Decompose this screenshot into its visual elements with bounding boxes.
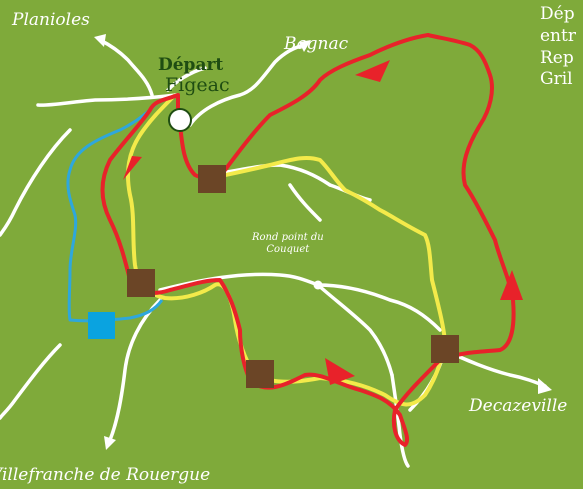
start-circle-icon <box>168 108 192 132</box>
checkpoint-icon-3 <box>246 360 274 388</box>
road-planioles <box>98 38 154 97</box>
label-rond-point-line-1: Rond point du <box>252 232 324 243</box>
info-line-3: Rep <box>540 47 574 68</box>
road-east-c <box>288 183 322 222</box>
label-rond-point: Rond point du Couquet <box>252 232 324 255</box>
label-bagnac: Bagnac <box>284 34 349 54</box>
roundabout-dot <box>313 280 323 290</box>
route-yellow <box>126 93 447 407</box>
road-couquet-east <box>316 283 442 332</box>
label-rond-point-line-2: Couquet <box>266 243 310 255</box>
road-arrow-villefranche <box>104 436 116 450</box>
road-bagnac <box>188 43 307 127</box>
arrow-icon-west <box>123 156 142 180</box>
square-marker-icon <box>88 312 115 339</box>
road-couquet-south <box>316 283 394 377</box>
arrow-icon-north <box>355 60 390 82</box>
road-arrow-planioles <box>94 34 106 47</box>
road-south-west <box>108 298 162 442</box>
road-decazeville <box>443 348 547 388</box>
arrow-icon-north-east <box>500 270 523 300</box>
road-arrow-bagnac <box>299 40 311 52</box>
road-west <box>36 93 178 107</box>
road-north-loop <box>166 66 207 92</box>
roads <box>0 38 547 468</box>
road-south <box>390 373 410 468</box>
info-text: Dép entr Rep Gril <box>540 4 576 91</box>
checkpoint-icon-2 <box>127 269 155 297</box>
label-decazeville: Decazeville <box>469 396 568 416</box>
road-east-a <box>208 163 332 187</box>
info-line-4: Gril <box>540 69 573 90</box>
route-blue <box>66 98 164 323</box>
arrow-icon-east <box>325 358 355 385</box>
info-line-1: Dép <box>540 4 575 24</box>
label-figeac: Figeac <box>165 74 230 96</box>
road-far-west <box>0 128 72 237</box>
road-far-south-west <box>0 343 62 420</box>
label-planioles: Planioles <box>12 10 90 30</box>
label-depart: Départ <box>158 55 224 75</box>
label-villefranche: Villefranche de Rouergue <box>0 465 211 485</box>
checkpoint-icon-4 <box>431 335 459 363</box>
checkpoint-icon-1 <box>198 165 226 193</box>
road-arrow-decazeville <box>538 378 552 394</box>
info-line-2: entr <box>540 25 576 46</box>
